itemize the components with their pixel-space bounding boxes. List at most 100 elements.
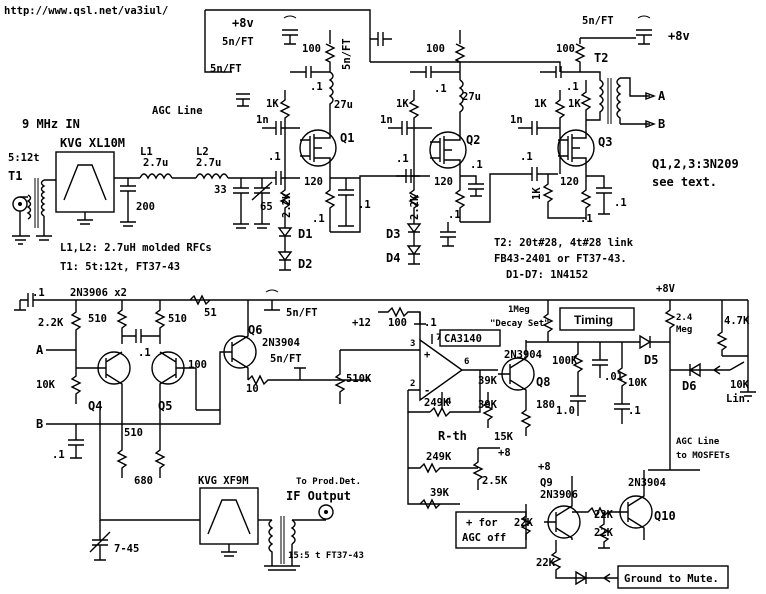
d3-label: D3 xyxy=(386,227,400,241)
q2-1n: 1n xyxy=(380,114,393,126)
r680-sym xyxy=(154,420,166,478)
q3-1n-cap xyxy=(518,121,560,135)
diode-d5 xyxy=(628,334,670,350)
q1-c1-gate: .1 xyxy=(268,151,281,163)
note-mosfet-type: Q1,2,3:3N209 xyxy=(652,157,739,171)
supply-bus xyxy=(370,61,561,72)
l2-label: L2 xyxy=(196,146,209,158)
q5-label: Q5 xyxy=(158,399,172,413)
mute-box xyxy=(617,565,729,589)
note-see-text: see text. xyxy=(652,175,717,189)
q1-choke xyxy=(328,71,334,130)
inductor-l2 xyxy=(195,173,229,180)
q3-c1-gate: .1 xyxy=(520,151,533,163)
input-b: B xyxy=(36,417,43,431)
q3-r1k-a: 1K xyxy=(534,98,547,110)
r10-sym xyxy=(247,374,370,386)
pot-2-5k xyxy=(472,447,500,490)
ft-cap-2 xyxy=(236,93,250,107)
q2-source-cap xyxy=(460,175,484,197)
r39b: 39K xyxy=(478,399,498,411)
pnp-pair: 2N3906 x2 xyxy=(70,287,127,299)
input-connector xyxy=(12,196,30,245)
t1-transformer xyxy=(20,178,56,241)
r100-q6: 100 xyxy=(188,359,207,371)
q1-c1: .1 xyxy=(310,81,323,93)
c1-mid: .1 xyxy=(138,347,151,359)
crystal-filter-1 xyxy=(55,151,115,225)
pin-7: 7 xyxy=(436,333,441,343)
q1-r100-sym xyxy=(324,30,336,72)
q2-r100: 100 xyxy=(426,43,445,55)
supply-v1: +8v xyxy=(232,16,254,30)
t2-transformer xyxy=(607,77,656,129)
r510b: 510 xyxy=(168,313,187,325)
cap-33-label: 33 xyxy=(214,184,227,196)
q5-base-wire xyxy=(195,368,220,411)
q3-r1k-c: 1K xyxy=(531,187,543,200)
q2-to-q3 xyxy=(460,173,520,223)
c1b-label: .1 xyxy=(628,405,641,417)
r249-feedback xyxy=(407,370,481,418)
q3-1n: 1n xyxy=(510,114,523,126)
ft2-label: 5n/FT xyxy=(210,63,242,75)
q1-r22k: 2.2K xyxy=(281,192,293,218)
diode-d2 xyxy=(277,244,293,271)
rail-c1: .1 xyxy=(32,287,45,299)
r39c: 39K xyxy=(430,487,450,499)
r15k: 15K xyxy=(494,431,514,443)
note-inductors: L1,L2: 2.7uH molded RFCs xyxy=(60,242,212,254)
crystal-filter-2 xyxy=(199,487,259,557)
mute-label: Ground to Mute. xyxy=(624,573,719,585)
diode-d7 xyxy=(575,570,588,586)
coupling-cap xyxy=(122,329,160,343)
r1meg-sym xyxy=(542,300,554,342)
r47k-sym xyxy=(716,300,728,356)
d4-label: D4 xyxy=(386,251,400,265)
diode-d1 xyxy=(277,220,293,244)
r680: 680 xyxy=(134,475,153,487)
ft-lower-2: 5n/FT xyxy=(270,353,302,365)
agc-off-box xyxy=(455,511,527,549)
if-transformer xyxy=(264,516,326,571)
transistor-q4 xyxy=(76,351,131,420)
q10-type: 2N3904 xyxy=(628,477,666,489)
transistor-q8 xyxy=(498,340,535,404)
pin-4: 4 xyxy=(446,397,452,407)
q1-r120-sym xyxy=(324,178,336,232)
agc-to-2: to MOSFETs xyxy=(676,451,730,461)
q1-r22k-sym xyxy=(279,178,291,220)
q1-mosfet xyxy=(299,129,337,178)
q1-decoupling-cap xyxy=(290,66,330,78)
pin-6: 6 xyxy=(464,357,469,367)
r22c-sym xyxy=(578,506,616,518)
q2-r22k-sym xyxy=(408,176,420,218)
r47k: 4.7K xyxy=(724,315,750,327)
q1-1n-cap xyxy=(262,121,300,135)
ft-cap-1 xyxy=(282,15,298,45)
r22d-sym xyxy=(598,512,610,549)
cap-b-label: .1 xyxy=(52,449,65,461)
r24: 2.4 xyxy=(676,313,693,323)
q1-label: Q1 xyxy=(340,131,354,145)
r100k: 100K xyxy=(552,355,578,367)
d5-label: D5 xyxy=(644,353,658,367)
note-t2-1: T2: 20t#28, 4t#28 link xyxy=(494,237,634,249)
supply-v2: +8v xyxy=(668,29,690,43)
cap-65-trimmer xyxy=(251,178,273,229)
q1-c1-bot: .1 xyxy=(312,213,325,225)
r22a: 22K xyxy=(514,517,534,529)
r180-sym xyxy=(520,404,532,436)
r510b-sym xyxy=(154,300,166,344)
l1-value: 2.7u xyxy=(143,157,168,169)
q2-mosfet xyxy=(429,131,467,176)
transistor-q6 xyxy=(219,300,257,380)
diode-d3 xyxy=(406,218,422,240)
q2-c1: .1 xyxy=(434,83,447,95)
cap-200 xyxy=(120,178,136,227)
q3-r120: 120 xyxy=(560,176,579,188)
p8c: +8 xyxy=(538,461,551,473)
q3-r100: 100 xyxy=(556,43,575,55)
